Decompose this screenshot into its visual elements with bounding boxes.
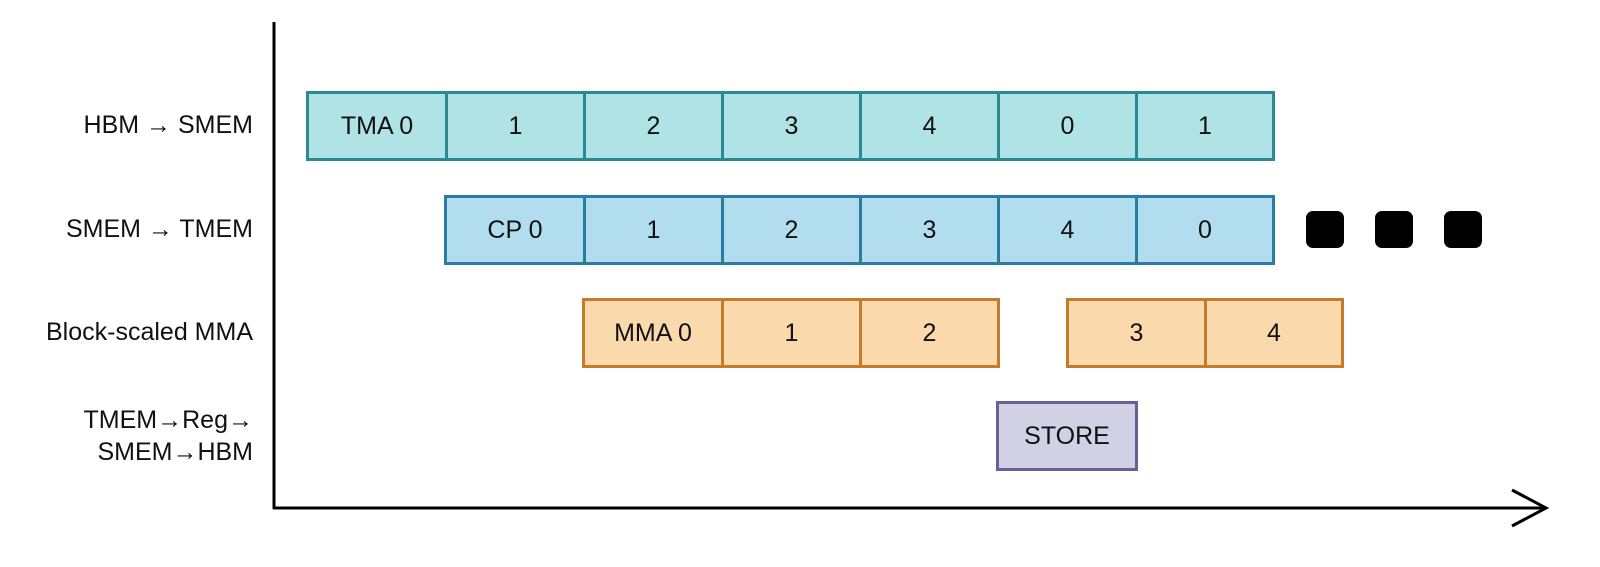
mma-stage-cell: 2: [859, 298, 1000, 368]
tma-stage-cell: 3: [721, 91, 862, 161]
ellipsis-dot: [1444, 211, 1482, 248]
tma-stage-cell: TMA 0: [306, 91, 448, 161]
row-label-block-scaled-mma: Block-scaled MMA: [46, 318, 253, 346]
cp-stage-cell: 3: [859, 195, 1000, 265]
row-label-tmem-reg-smem-hbm: TMEM→Reg→ SMEM→HBM: [83, 406, 253, 466]
cp-stage-cell: 1: [583, 195, 724, 265]
row-label-smem-tmem: SMEM → TMEM: [65, 215, 253, 243]
tma-stage-cell: 0: [997, 91, 1138, 161]
store-stage-cell: STORE: [996, 401, 1138, 471]
row-label-hbm-smem: HBM → SMEM: [83, 111, 253, 139]
mma-stage-cell: 1: [721, 298, 862, 368]
tma-stage-cell: 1: [445, 91, 586, 161]
tma-stage-cell: 2: [583, 91, 724, 161]
mma-stage-cell: 4: [1204, 298, 1344, 368]
cp-stage-cell: 4: [997, 195, 1138, 265]
ellipsis-dot: [1375, 211, 1413, 248]
ellipsis-dot: [1306, 211, 1344, 248]
cp-stage-cell: 0: [1135, 195, 1275, 265]
mma-stage-cell: MMA 0: [582, 298, 724, 368]
tma-stage-cell: 4: [859, 91, 1000, 161]
cp-stage-cell: 2: [721, 195, 862, 265]
tma-stage-cell: 1: [1135, 91, 1275, 161]
mma-stage-cell: 3: [1066, 298, 1207, 368]
cp-stage-cell: CP 0: [444, 195, 586, 265]
x-axis-arrowhead: [1511, 488, 1550, 528]
